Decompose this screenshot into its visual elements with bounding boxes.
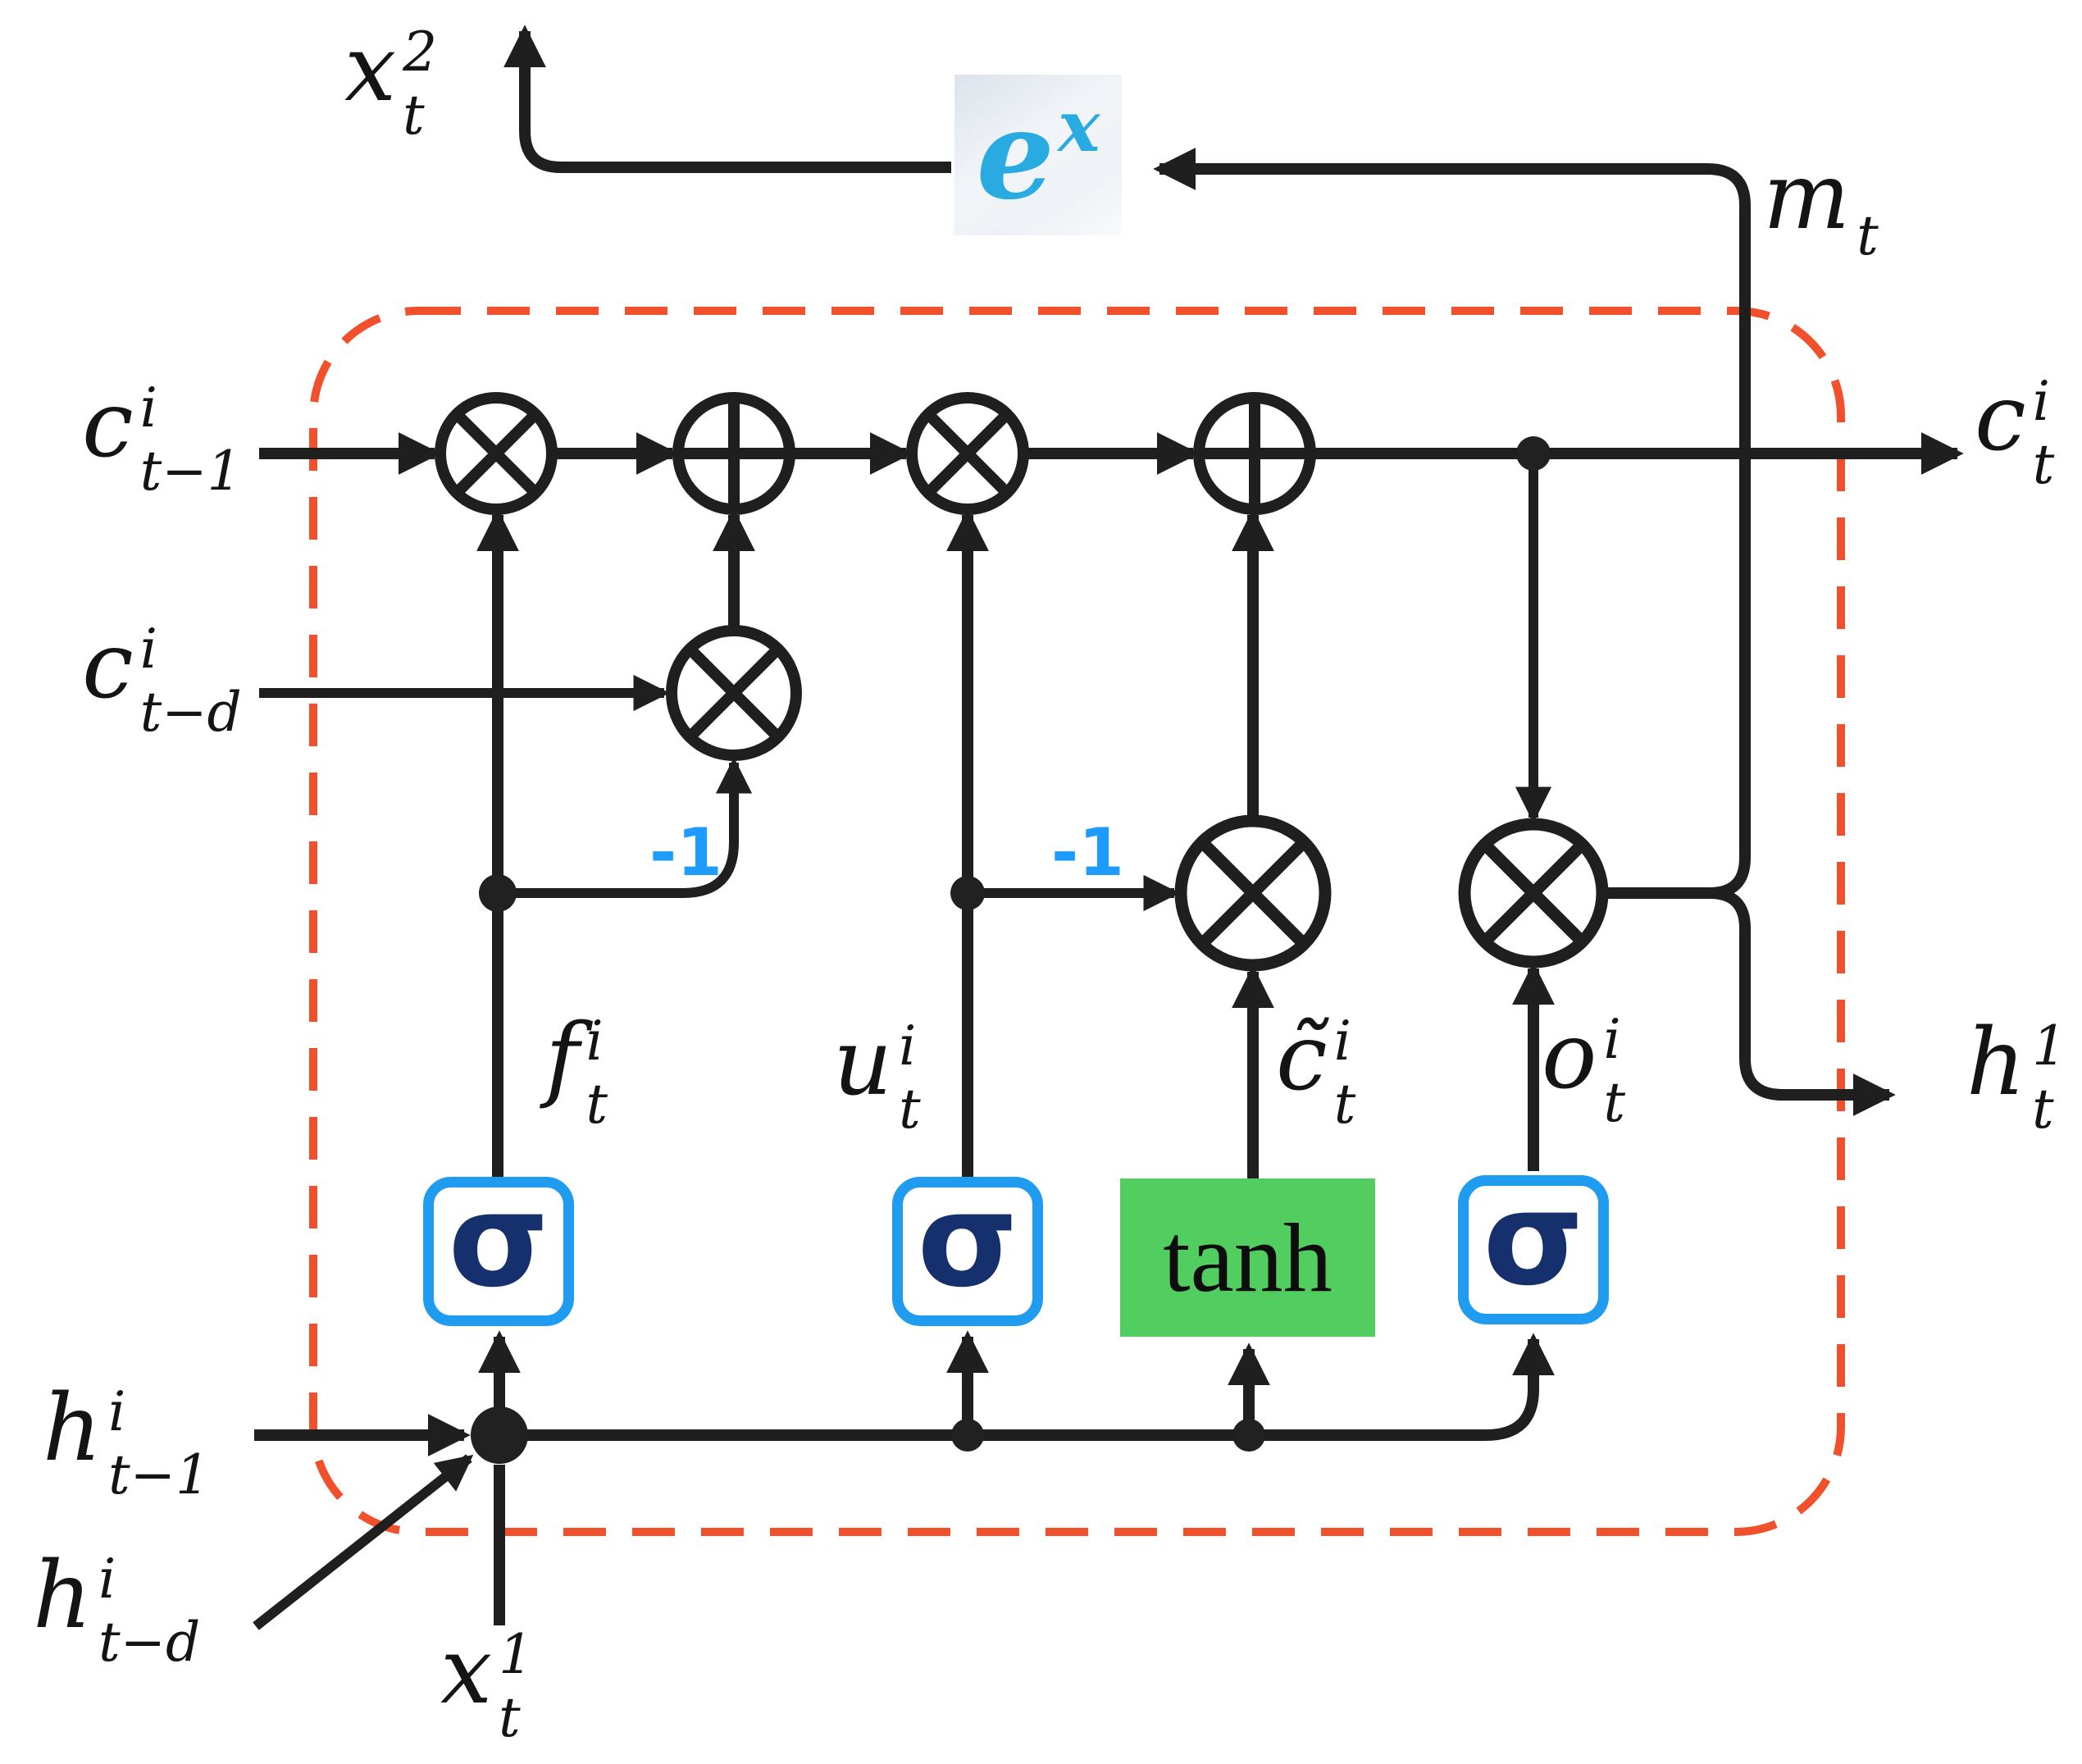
add-node-1 [672,392,795,515]
label-candidate: c̃ i t [1276,1005,1356,1136]
neg-one-label-right: -1 [1051,814,1124,891]
label-c-prev: c i t−1 [82,371,242,503]
multiply-delay-node [666,625,802,761]
output-gate-sigma-box: σ [1458,1164,1609,1324]
multiply-forget-node [435,392,558,515]
label-m-t: m t [1763,144,1879,267]
branch-lines [253,461,1552,1630]
multiply-update-node [906,392,1029,515]
multiply-candidate-node [1174,814,1332,972]
label-h-prev: h i t−1 [43,1375,210,1506]
label-h-delay: h i t−d [33,1543,201,1674]
exp-sup: x [1058,85,1100,168]
multiply-output-node [1458,818,1609,969]
label-x-input: x 1 t [440,1618,534,1749]
gate-feed-lines [476,508,1555,1178]
exp-base: e [976,83,1055,227]
label-c-delay: c i t−d [82,613,242,744]
neg-one-label-left: -1 [649,814,722,891]
label-forget-gate: f i t [545,1005,608,1136]
sigma-icon: σ [1483,1164,1584,1315]
candidate-tanh-box: tanh [1120,1178,1375,1337]
label-c-output: c i t [1975,365,2055,496]
output-routing [503,25,1896,1116]
label-update-gate: u i t [833,1010,921,1141]
add-node-2 [1193,392,1316,515]
label-h-output: h 1 t [1966,1010,2067,1141]
forget-gate-sigma-box: σ [423,1165,574,1326]
tanh-label: tanh [1163,1202,1333,1312]
junction-dots [471,436,1551,1464]
sigma-icon: σ [448,1165,549,1316]
cell-boundary-dashed [309,307,1845,1536]
update-gate-sigma-box: σ [892,1165,1043,1326]
exp-function-box: e x [954,75,1122,235]
label-x-output: x 2 t [344,16,438,147]
sigma-icon: σ [917,1165,1018,1316]
label-output-gate: o i t [1542,1003,1625,1134]
